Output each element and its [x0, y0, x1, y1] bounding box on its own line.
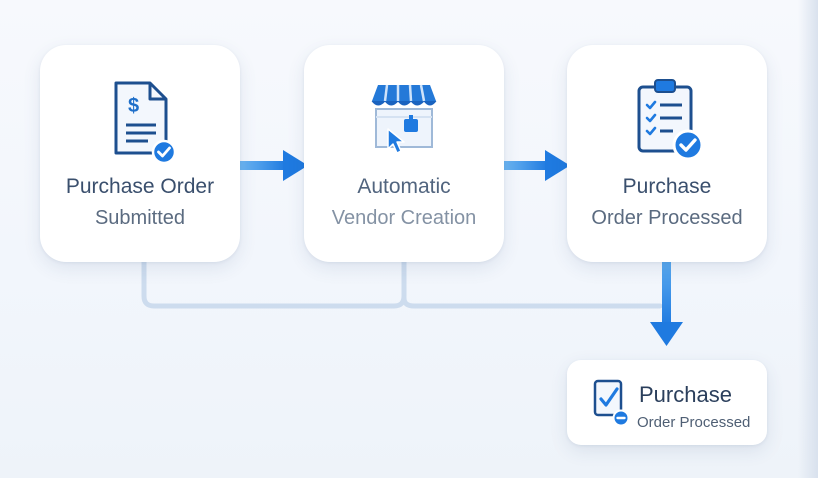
node-automatic-vendor-creation: Automatic Vendor Creation: [304, 45, 504, 262]
arrow-vendor-to-processed: [504, 150, 570, 181]
node-title: Purchase: [622, 175, 712, 198]
document-check-badge-icon: [593, 379, 630, 427]
feedback-bracket-line: [141, 259, 407, 309]
node-subtitle: Order Processed: [591, 207, 743, 229]
node-purchase-order-processed: Purchase Order Processed: [567, 45, 767, 262]
canvas-edge-shade: [798, 0, 818, 478]
storefront-cursor-icon: [371, 84, 437, 154]
node-title: Purchase Order: [65, 175, 215, 198]
arrow-processed-to-result: [650, 262, 683, 346]
node-purchase-order-submitted: $ Purchase Order Submitted: [40, 45, 240, 262]
document-dollar-check-icon: $: [114, 81, 177, 165]
node-purchase-order-processed-result: Purchase Order Processed: [567, 360, 767, 445]
svg-text:$: $: [128, 95, 139, 117]
node-subtitle: Order Processed: [637, 414, 751, 431]
bracket-to-output-line: [401, 295, 663, 309]
node-subtitle: Submitted: [94, 207, 186, 229]
node-subtitle: Vendor Creation: [331, 207, 477, 229]
clipboard-checklist-check-icon: [637, 79, 704, 161]
node-title: Purchase: [639, 382, 732, 407]
node-title: Automatic: [357, 175, 451, 198]
arrow-submitted-to-vendor: [240, 150, 308, 181]
